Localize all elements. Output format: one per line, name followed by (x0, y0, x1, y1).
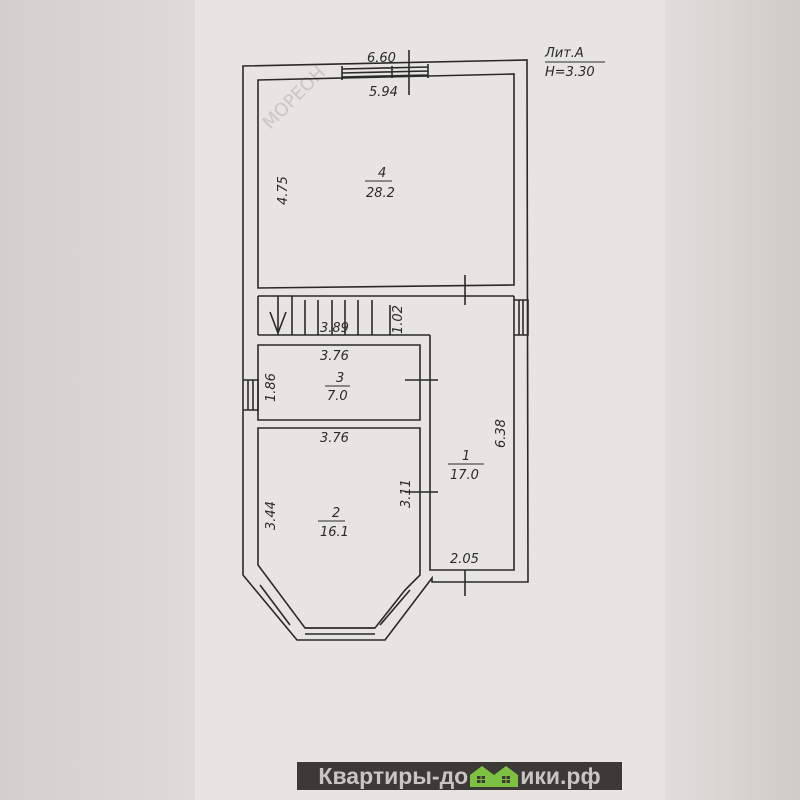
window-room3 (243, 379, 259, 411)
dim-room1-height: 6.38 (494, 419, 509, 448)
background-right (665, 0, 800, 800)
dim-room2-height: 3.44 (264, 501, 279, 530)
room4-number: 4 (378, 166, 386, 181)
height-label: H=3.30 (545, 65, 595, 80)
watermark: МОРЕОН (259, 62, 330, 133)
site-banner: Квартиры-до ики.рф (297, 762, 622, 790)
room3-number: 3 (336, 371, 344, 386)
room2-area: 16.1 (320, 525, 349, 540)
room3-area: 7.0 (327, 389, 348, 404)
banner-text-start: Квартиры-до (318, 762, 469, 789)
dim-room2-width: 3.76 (320, 431, 349, 446)
houses-logo-icon (470, 766, 519, 787)
stair-area (257, 295, 514, 335)
dim-room2-partition: 3.11 (399, 479, 414, 508)
banner-text-end: ики.рф (520, 762, 601, 789)
room1-wall (258, 296, 515, 571)
stairs (269, 296, 373, 336)
dim-room3-height: 1.86 (264, 373, 279, 402)
window-bay (259, 584, 411, 635)
room2-number: 2 (332, 506, 340, 521)
room4-area: 28.2 (366, 186, 395, 201)
room1-area: 17.0 (450, 468, 479, 483)
window-room1 (514, 299, 529, 336)
dim-top-outer: 6.60 (367, 51, 396, 66)
background-left (0, 0, 195, 800)
dim-room4-height: 4.75 (276, 176, 291, 205)
room1-number: 1 (462, 449, 470, 464)
dim-top-inner: 5.94 (369, 85, 398, 100)
dimension-ticks (405, 50, 466, 596)
dim-stair-width: 3.89 (320, 321, 349, 336)
outer-wall (242, 59, 529, 641)
room2-wall (257, 427, 421, 629)
dim-room3-width: 3.76 (320, 349, 349, 364)
dim-room1-bottom: 2.05 (450, 552, 479, 567)
lit-label: Лит.А (544, 46, 584, 61)
dim-stair-height: 1.02 (391, 305, 406, 334)
window-top (341, 64, 429, 80)
